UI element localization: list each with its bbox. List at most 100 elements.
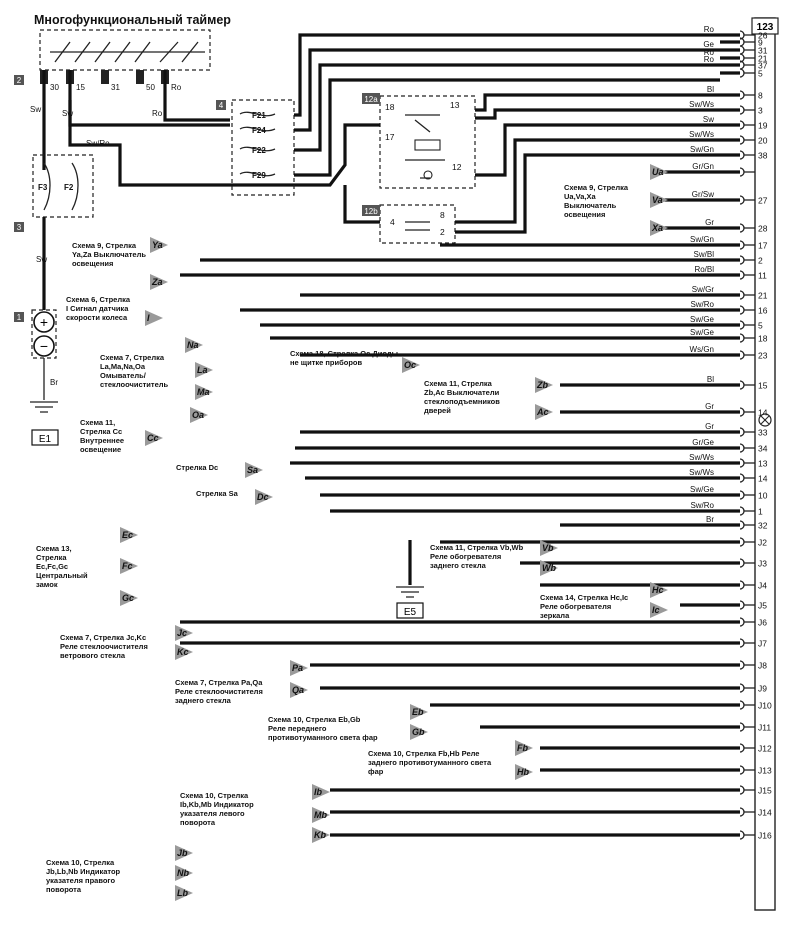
- arrow-label: Oa: [192, 410, 204, 420]
- arrow-nb: Nb: [175, 865, 193, 881]
- connector-123-tag: [751, 17, 779, 35]
- timer-terminal-label: 30: [50, 83, 59, 92]
- arrow-shape: [650, 602, 668, 618]
- arrow-gb: Gb: [410, 724, 428, 740]
- arrow-shape: [650, 220, 668, 236]
- arrow-shape: [312, 807, 330, 823]
- arrow-label: Qa: [292, 685, 304, 695]
- diagram-title: Многофункциональный таймер: [34, 13, 231, 27]
- wire-32: J2: [440, 537, 767, 548]
- wire-pin-label: J5: [758, 601, 767, 611]
- wire-plug: [739, 600, 745, 610]
- wire-30: Sw/Ro1: [330, 501, 763, 517]
- caption-line: Схема 7, Стрелка: [100, 353, 165, 362]
- fuse-element: [239, 171, 276, 177]
- wire-plug: [739, 638, 745, 648]
- ground-e1-icon: [30, 401, 58, 413]
- arrow-shape: [312, 784, 330, 800]
- wire-plug: [739, 320, 745, 330]
- wire-plug: [739, 830, 745, 840]
- wire-pin-label: 13: [758, 459, 768, 469]
- wire-plug: [739, 135, 745, 145]
- arrow-shape: [245, 462, 263, 478]
- wire-27: Sw/Ws 13: [290, 453, 768, 469]
- arrow-label: Na: [187, 340, 199, 350]
- caption-line: не щитке приборов: [290, 358, 363, 367]
- wire-plug: [739, 537, 745, 547]
- wire-45: J14: [330, 807, 772, 818]
- arrow-shape: [175, 644, 193, 660]
- wire-20: Sw/Ge5: [260, 315, 763, 331]
- arrow-label: Ya: [152, 240, 163, 250]
- wire-color-label: Br: [706, 515, 714, 524]
- arrow-ma: Ma: [195, 384, 213, 400]
- wire-44: J15: [330, 785, 772, 796]
- arrow-wb: Wb: [540, 560, 558, 576]
- wire-plug: [739, 105, 745, 115]
- relay-12b-pin-2: 2: [440, 227, 445, 237]
- arrow-kc: Kc: [175, 644, 193, 660]
- arrow-hc: Hc: [650, 582, 668, 598]
- connector-123-label: 123: [757, 22, 774, 33]
- wire-color-label: Sw/Bl: [694, 250, 715, 259]
- arrow-jb: Jb: [175, 845, 193, 861]
- arrow-kb: Kb: [312, 827, 330, 843]
- caption-line: Центральный: [36, 571, 88, 580]
- wire-pin-label: J7: [758, 639, 767, 649]
- wire-color-label: Ge: [703, 40, 714, 49]
- wire-relay-sw: [475, 123, 720, 177]
- wire-plug: [739, 90, 745, 100]
- wire-34: J4: [540, 580, 767, 591]
- arrow-cc: Cc: [145, 430, 163, 446]
- fuse-label: F29: [252, 171, 266, 180]
- caption-line: ветрового стекла: [60, 651, 126, 660]
- wire-color-label: Bl: [707, 375, 714, 384]
- wire-plug: [739, 743, 745, 753]
- arrow-shape: [650, 164, 668, 180]
- fuse-label: F24: [252, 126, 266, 135]
- fuse-elements: [43, 162, 79, 211]
- wire-sw3-label: Sw: [36, 255, 47, 264]
- wire-color-label: Sw/Ge: [690, 328, 715, 337]
- fuse-box: [231, 99, 295, 196]
- arrow-label: Fb: [517, 743, 528, 753]
- caption-line: Схема 10, Стрелка: [180, 791, 249, 800]
- caption-line: Схема 11,: [80, 418, 115, 427]
- wire-color-label: Ro: [704, 55, 715, 64]
- caption-line: противотуманного света фар: [268, 733, 378, 742]
- wire-41: J11: [480, 722, 771, 733]
- wire-color-label: Sw/Ws: [689, 130, 714, 139]
- wire-43: J13: [540, 765, 772, 776]
- wire-pin-label: J12: [758, 744, 772, 754]
- wire-pin-label: 9: [758, 38, 763, 48]
- wire-7: Bl8: [707, 85, 763, 101]
- block-1-tag: [14, 312, 24, 322]
- sensor-plus-icon: [33, 311, 55, 333]
- wire-color-label: Sw/Ge: [690, 485, 715, 494]
- arrow-shape: [255, 489, 273, 505]
- arrow-label: Ic: [652, 605, 660, 615]
- wire-plug: [739, 458, 745, 468]
- wire-pin-label: 26: [758, 31, 768, 41]
- fuse-f21: F21: [239, 111, 276, 120]
- wire-40: J10: [430, 700, 772, 711]
- arrow-ib: Ib: [312, 784, 330, 800]
- arrow-label: Ib: [314, 787, 323, 797]
- timer-terminal-label: 15: [76, 83, 85, 92]
- connector-plus-icon: [758, 413, 772, 427]
- wire-pin-label: 14: [758, 474, 768, 484]
- wire-pin-label: J15: [758, 786, 772, 796]
- wire-color-label: Sw/Ws: [689, 453, 714, 462]
- wire-plug: [739, 380, 745, 390]
- wire-pin-label: 28: [758, 224, 768, 234]
- arrow-shape: [175, 625, 193, 641]
